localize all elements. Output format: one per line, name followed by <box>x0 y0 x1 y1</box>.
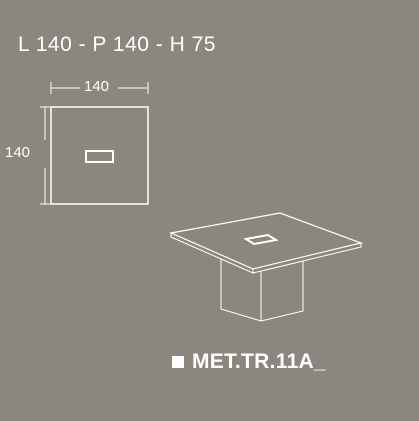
dimensions-title: L 140 - P 140 - H 75 <box>18 33 216 56</box>
square-bullet-icon <box>172 355 184 368</box>
width-label: 140 <box>84 78 110 95</box>
product-code-row: MET.TR.11A_ <box>172 351 326 372</box>
cable-port-plan <box>85 150 114 163</box>
cable-port-3d <box>243 233 279 246</box>
width-dimension-line <box>50 82 149 94</box>
table-3d-view <box>168 212 364 322</box>
tabletop-edge-right <box>252 242 362 274</box>
depth-dimension-line <box>40 106 51 205</box>
depth-label: 140 <box>5 144 31 161</box>
product-code: MET.TR.11A_ <box>192 350 327 373</box>
table-top-plan <box>50 106 149 205</box>
